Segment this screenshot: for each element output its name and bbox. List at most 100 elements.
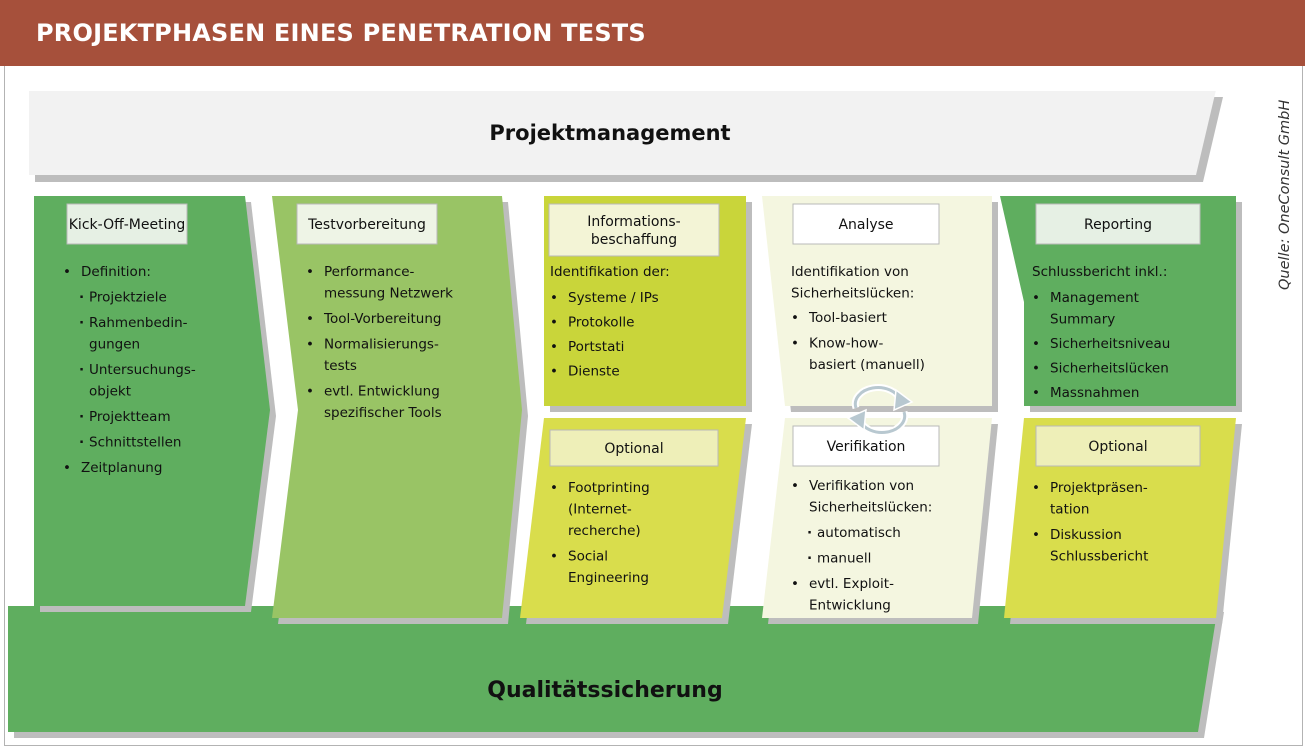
project-management-band-highlight: [27, 89, 1216, 175]
phase-kickoff-sub-bullet: ·: [79, 362, 84, 378]
phase-verifikation-item-text: Sicherheitslücken:: [809, 500, 932, 516]
phase-kickoff-sub-item: Rahmenbedin-: [89, 315, 188, 331]
phase-analyse-title-box: [792, 203, 940, 245]
phase-analyse-item-text: Tool-basiert: [808, 310, 887, 326]
phase-verifikation-title-box: [792, 425, 940, 467]
phase-kickoff-sub-bullet: ·: [79, 409, 84, 425]
phase-verifikation-sub-bullet: ·: [807, 525, 812, 541]
phase-testvorbereitung-item-text: Normalisierungs-: [324, 337, 439, 353]
phase-testvorbereitung-bullet: •: [306, 384, 314, 400]
phase-analyse-intro: Identifikation von: [791, 264, 909, 280]
phase-verifikation-box: [762, 418, 992, 618]
phase-informationsbeschaffung-item-text: Portstati: [568, 339, 624, 355]
phase-testvorbereitung-item-text: Tool-Vorbereitung: [323, 311, 441, 327]
phase-informationsbeschaffung-optional-title-box: [549, 429, 719, 467]
phase-analyse-item-text: Know-how-: [809, 336, 883, 352]
phase-informationsbeschaffung-item-text: Protokolle: [568, 315, 634, 331]
phase-reporting-item-text: Sicherheitslücken: [1050, 361, 1169, 377]
phase-informationsbeschaffung-bullet: •: [550, 290, 558, 306]
phase-testvorbereitung-item-text: Performance-: [324, 264, 415, 280]
phase-reporting-optional-bullet: •: [1032, 527, 1040, 543]
project-management-band: [28, 90, 1216, 175]
phase-kickoff-sub-item: Projektziele: [89, 290, 167, 306]
phase-reporting-optional-bullet: •: [1032, 480, 1040, 496]
phase-kickoff-sub-bullet: ·: [79, 290, 84, 306]
phase-kickoff-sub-item: Untersuchungs-: [89, 362, 196, 378]
phase-reporting-optional-item-text: Diskussion: [1050, 527, 1122, 543]
phase-informationsbeschaffung-bullet: •: [550, 315, 558, 331]
phase-reporting-optional-box: [1004, 418, 1236, 618]
phase-reporting-item-text: Massnahmen: [1050, 385, 1139, 401]
phase-informationsbeschaffung-optional-bullet: •: [550, 480, 558, 496]
phase-informationsbeschaffung-item-text: Systeme / IPs: [568, 290, 659, 306]
phase-verifikation-sub-item: automatisch: [817, 525, 901, 541]
phase-reporting-optional-title-box: [1035, 425, 1201, 467]
phase-verifikation-item-text: Entwicklung: [809, 598, 891, 614]
source-credit: Quelle: OneConsult GmbH: [1277, 100, 1293, 290]
phase-kickoff-title-box: [66, 203, 188, 245]
project-management-label: Projektmanagement: [489, 121, 730, 145]
phase-testvorbereitung-title-box: [296, 203, 438, 245]
phase-reporting-intro: Schlussbericht inkl.:: [1032, 264, 1167, 280]
phase-verifikation-bullet: •: [791, 478, 799, 494]
page-title: PROJEKTPHASEN EINES PENETRATION TESTS: [36, 19, 646, 47]
cycle-arrow-upper-head: [893, 388, 914, 412]
phase-reporting-item-text: Summary: [1050, 312, 1115, 328]
phase-reporting-optional-item-text: Schlussbericht: [1050, 549, 1148, 565]
phase-informationsbeschaffung-title-line: Informations-: [587, 214, 680, 230]
phase-analyse-bullet: •: [791, 310, 799, 326]
cycle-arrows-icon: [846, 384, 914, 436]
phase-analyse-title: Analyse: [838, 217, 893, 233]
phase-kickoff-bullet: •: [63, 460, 71, 476]
phase-kickoff-sub-bullet: ·: [79, 435, 84, 451]
phase-reporting-title: Reporting: [1084, 217, 1152, 233]
phase-informationsbeschaffung-title-box: [548, 203, 720, 257]
phase-reporting-item-text: Management: [1050, 290, 1139, 306]
phase-kickoff-sub-item: Projektteam: [89, 409, 171, 425]
quality-band-label: Qualitätssicherung: [487, 678, 722, 703]
phase-reporting-bullet: •: [1032, 361, 1040, 377]
phase-testvorbereitung-chevron: [272, 196, 522, 618]
phase-informationsbeschaffung-optional-title: Optional: [604, 441, 663, 457]
phase-kickoff-sub-item: Schnittstellen: [89, 435, 181, 451]
phase-verifikation-item-text: Verifikation von: [809, 478, 914, 494]
phase-kickoff-sub-item: objekt: [89, 384, 131, 400]
phase-informationsbeschaffung-optional-item-text: Engineering: [568, 570, 649, 586]
phase-reporting-item-text: Sicherheitsniveau: [1050, 336, 1170, 352]
phase-informationsbeschaffung-bullet: •: [550, 339, 558, 355]
phase-reporting-bullet: •: [1032, 336, 1040, 352]
phase-testvorbereitung-title: Testvorbereitung: [307, 217, 426, 233]
content-frame: [4, 66, 1303, 746]
phase-verifikation-bullet: •: [791, 576, 799, 592]
phase-verifikation-sub-bullet: ·: [807, 551, 812, 567]
phase-informationsbeschaffung-optional-bullet: •: [550, 549, 558, 565]
phase-analyse-item-text: basiert (manuell): [809, 357, 925, 373]
phase-verifikation-item-text: evtl. Exploit-: [809, 576, 894, 592]
phase-kickoff-chevron: [34, 196, 270, 606]
header-bar: PROJEKTPHASEN EINES PENETRATION TESTS: [0, 0, 1305, 66]
quality-band: [8, 606, 1218, 732]
phase-testvorbereitung-bullet: •: [306, 264, 314, 280]
phase-reporting-bullet: •: [1032, 290, 1040, 306]
phase-informationsbeschaffung-item-text: Dienste: [568, 364, 620, 380]
phase-kickoff-item-text: Zeitplanung: [81, 460, 162, 476]
phase-testvorbereitung-bullet: •: [306, 337, 314, 353]
phase-kickoff-item-text: Definition:: [81, 264, 151, 280]
phase-informationsbeschaffung-optional-item-text: Footprinting: [568, 480, 650, 496]
phase-testvorbereitung-bullet: •: [306, 311, 314, 327]
phase-reporting-box: [1000, 196, 1236, 406]
phase-informationsbeschaffung-optional-item-text: (Internet-: [568, 502, 632, 518]
phase-verifikation-title: Verifikation: [827, 439, 906, 455]
phase-kickoff-title: Kick-Off-Meeting: [69, 217, 185, 233]
phase-testvorbereitung-item-text: messung Netzwerk: [324, 286, 453, 302]
phase-testvorbereitung-item-text: tests: [324, 358, 357, 374]
phase-reporting-optional-title: Optional: [1088, 439, 1147, 455]
phase-analyse-intro: Sicherheitslücken:: [791, 286, 914, 302]
cycle-arrow-lower-head: [846, 408, 867, 432]
phase-kickoff-sub-item: gungen: [89, 337, 140, 353]
phase-kickoff-bullet: •: [63, 264, 71, 280]
phase-reporting-optional-item-text: tation: [1050, 502, 1089, 518]
phase-reporting-optional-item-text: Projektpräsen-: [1050, 480, 1148, 496]
